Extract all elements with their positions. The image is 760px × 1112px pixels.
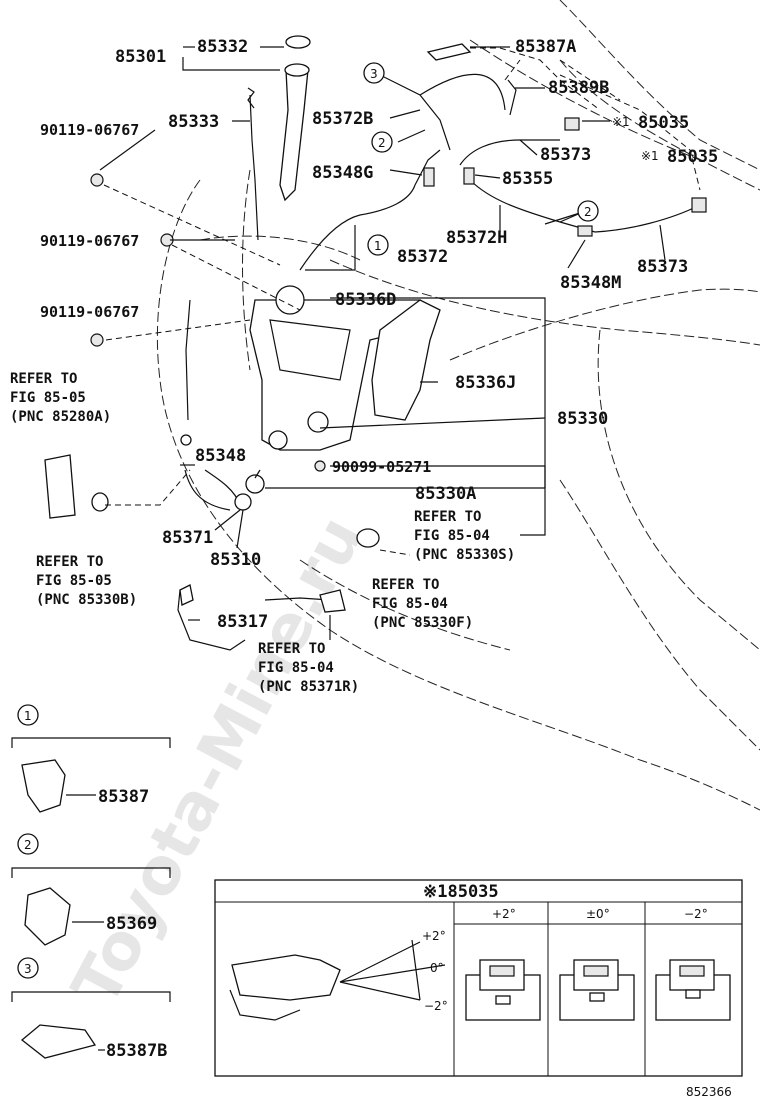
ref1-line2: FIG 85-05	[10, 390, 86, 406]
inset-col-minus2: −2°	[684, 907, 708, 921]
inset-angle-mid: 0°	[430, 961, 444, 975]
connector-85348m	[577, 225, 593, 237]
legend-2-num: 2	[24, 838, 32, 852]
legend-3-num: 3	[24, 962, 32, 976]
level-gauge	[249, 94, 259, 241]
connector-85355	[463, 167, 475, 185]
inset-col-plus2: +2°	[492, 907, 516, 921]
splash-shield	[371, 299, 441, 421]
label-bolt-3: 90119-06767	[40, 303, 139, 321]
ref3-line3: (PNC 85330S)	[414, 547, 515, 563]
callout-3-top: 3	[370, 67, 378, 81]
legend-1-num: 1	[24, 709, 32, 723]
nozzle-view-minus2	[655, 959, 731, 1021]
inset-85035: ※185035 +2° ±0° −2° +2° 0° −2°	[214, 879, 743, 1077]
label-85372b: 85372B	[312, 109, 373, 129]
callout-1: 1	[374, 239, 382, 253]
ref2-line1: REFER TO	[36, 554, 103, 570]
label-85348g: 85348G	[312, 163, 373, 183]
label-bolt-2: 90119-06767	[40, 232, 139, 250]
label-85336d: 85336D	[335, 290, 396, 310]
label-85333: 85333	[168, 112, 219, 132]
label-85387a: 85387A	[515, 37, 576, 57]
label-bolt-1: 90119-06767	[40, 121, 139, 139]
mark-1a: ※1	[612, 115, 630, 129]
label-85330: 85330	[557, 409, 608, 429]
label-85373-b: 85373	[637, 257, 688, 277]
clip-85387a	[426, 43, 472, 61]
inset-angle-bot: −2°	[424, 999, 448, 1013]
ref1-line1: REFER TO	[10, 371, 77, 387]
inset-col-zero: ±0°	[586, 907, 610, 921]
connector-85348g	[423, 167, 435, 187]
refer-notes: REFER TO FIG 85-05 (PNC 85280A) REFER TO…	[10, 371, 515, 695]
inset-title: ※185035	[423, 882, 499, 902]
label-85372h: 85372H	[446, 228, 507, 248]
label-85310: 85310	[210, 550, 261, 570]
ref5-line2: FIG 85-04	[258, 660, 334, 676]
nozzle-view-zero	[559, 959, 635, 1021]
washer-pump	[44, 434, 380, 613]
label-85371: 85371	[162, 528, 213, 548]
ref3-line2: FIG 85-04	[414, 528, 490, 544]
ref1-line3: (PNC 85280A)	[10, 409, 111, 425]
ref4-line2: FIG 85-04	[372, 596, 448, 612]
label-85330a: 85330A	[415, 484, 476, 504]
label-85373-a: 85373	[540, 145, 591, 165]
part-labels: 85301 85332 85333 85387A 85389B ※1 85035…	[40, 37, 718, 632]
diagram-id: 852366	[686, 1085, 732, 1099]
nozzle-view-plus2	[465, 959, 541, 1021]
ref4-line3: (PNC 85330F)	[372, 615, 473, 631]
label-85317: 85317	[217, 612, 268, 632]
legend: 1 85387 2 85369 3 85387B	[11, 704, 171, 1061]
ref4-line1: REFER TO	[372, 577, 439, 593]
filler-neck	[279, 35, 311, 202]
ref3-line1: REFER TO	[414, 509, 481, 525]
inset-angle-top: +2°	[422, 929, 446, 943]
callout-2-right: 2	[584, 205, 592, 219]
label-85348: 85348	[195, 446, 246, 466]
washer-reservoir	[249, 285, 421, 451]
label-85301: 85301	[115, 47, 166, 67]
label-85332: 85332	[197, 37, 248, 57]
callout-2-left: 2	[378, 136, 386, 150]
label-85389b: 85389B	[548, 78, 609, 98]
callout-circles: 3 2 1 2	[363, 62, 599, 256]
bolt-1	[90, 173, 104, 187]
label-85372: 85372	[397, 247, 448, 267]
label-85355: 85355	[502, 169, 553, 189]
nozzle-85035-left	[564, 117, 580, 131]
legend-3-part: 85387B	[106, 1041, 167, 1061]
ref2-line2: FIG 85-05	[36, 573, 112, 589]
car-body-outline	[156, 0, 760, 811]
label-clip-90099: 90099-05271	[332, 458, 431, 476]
hoses	[177, 73, 701, 651]
dashed-references	[103, 47, 701, 556]
label-85035-a: 85035	[638, 113, 689, 133]
ref2-line3: (PNC 85330B)	[36, 592, 137, 608]
clip-90099	[314, 460, 326, 472]
ref5-line1: REFER TO	[258, 641, 325, 657]
legend-1-part: 85387	[98, 787, 149, 807]
label-85035-b: 85035	[667, 147, 718, 167]
nozzle-85035-right	[691, 197, 707, 213]
label-85336j: 85336J	[455, 373, 516, 393]
legend-2-part: 85369	[106, 914, 157, 934]
ref5-line3: (PNC 85371R)	[258, 679, 359, 695]
mark-1b: ※1	[641, 149, 659, 163]
bolt-3	[90, 333, 104, 347]
label-85348m: 85348M	[560, 273, 621, 293]
leader-lines	[99, 46, 666, 640]
